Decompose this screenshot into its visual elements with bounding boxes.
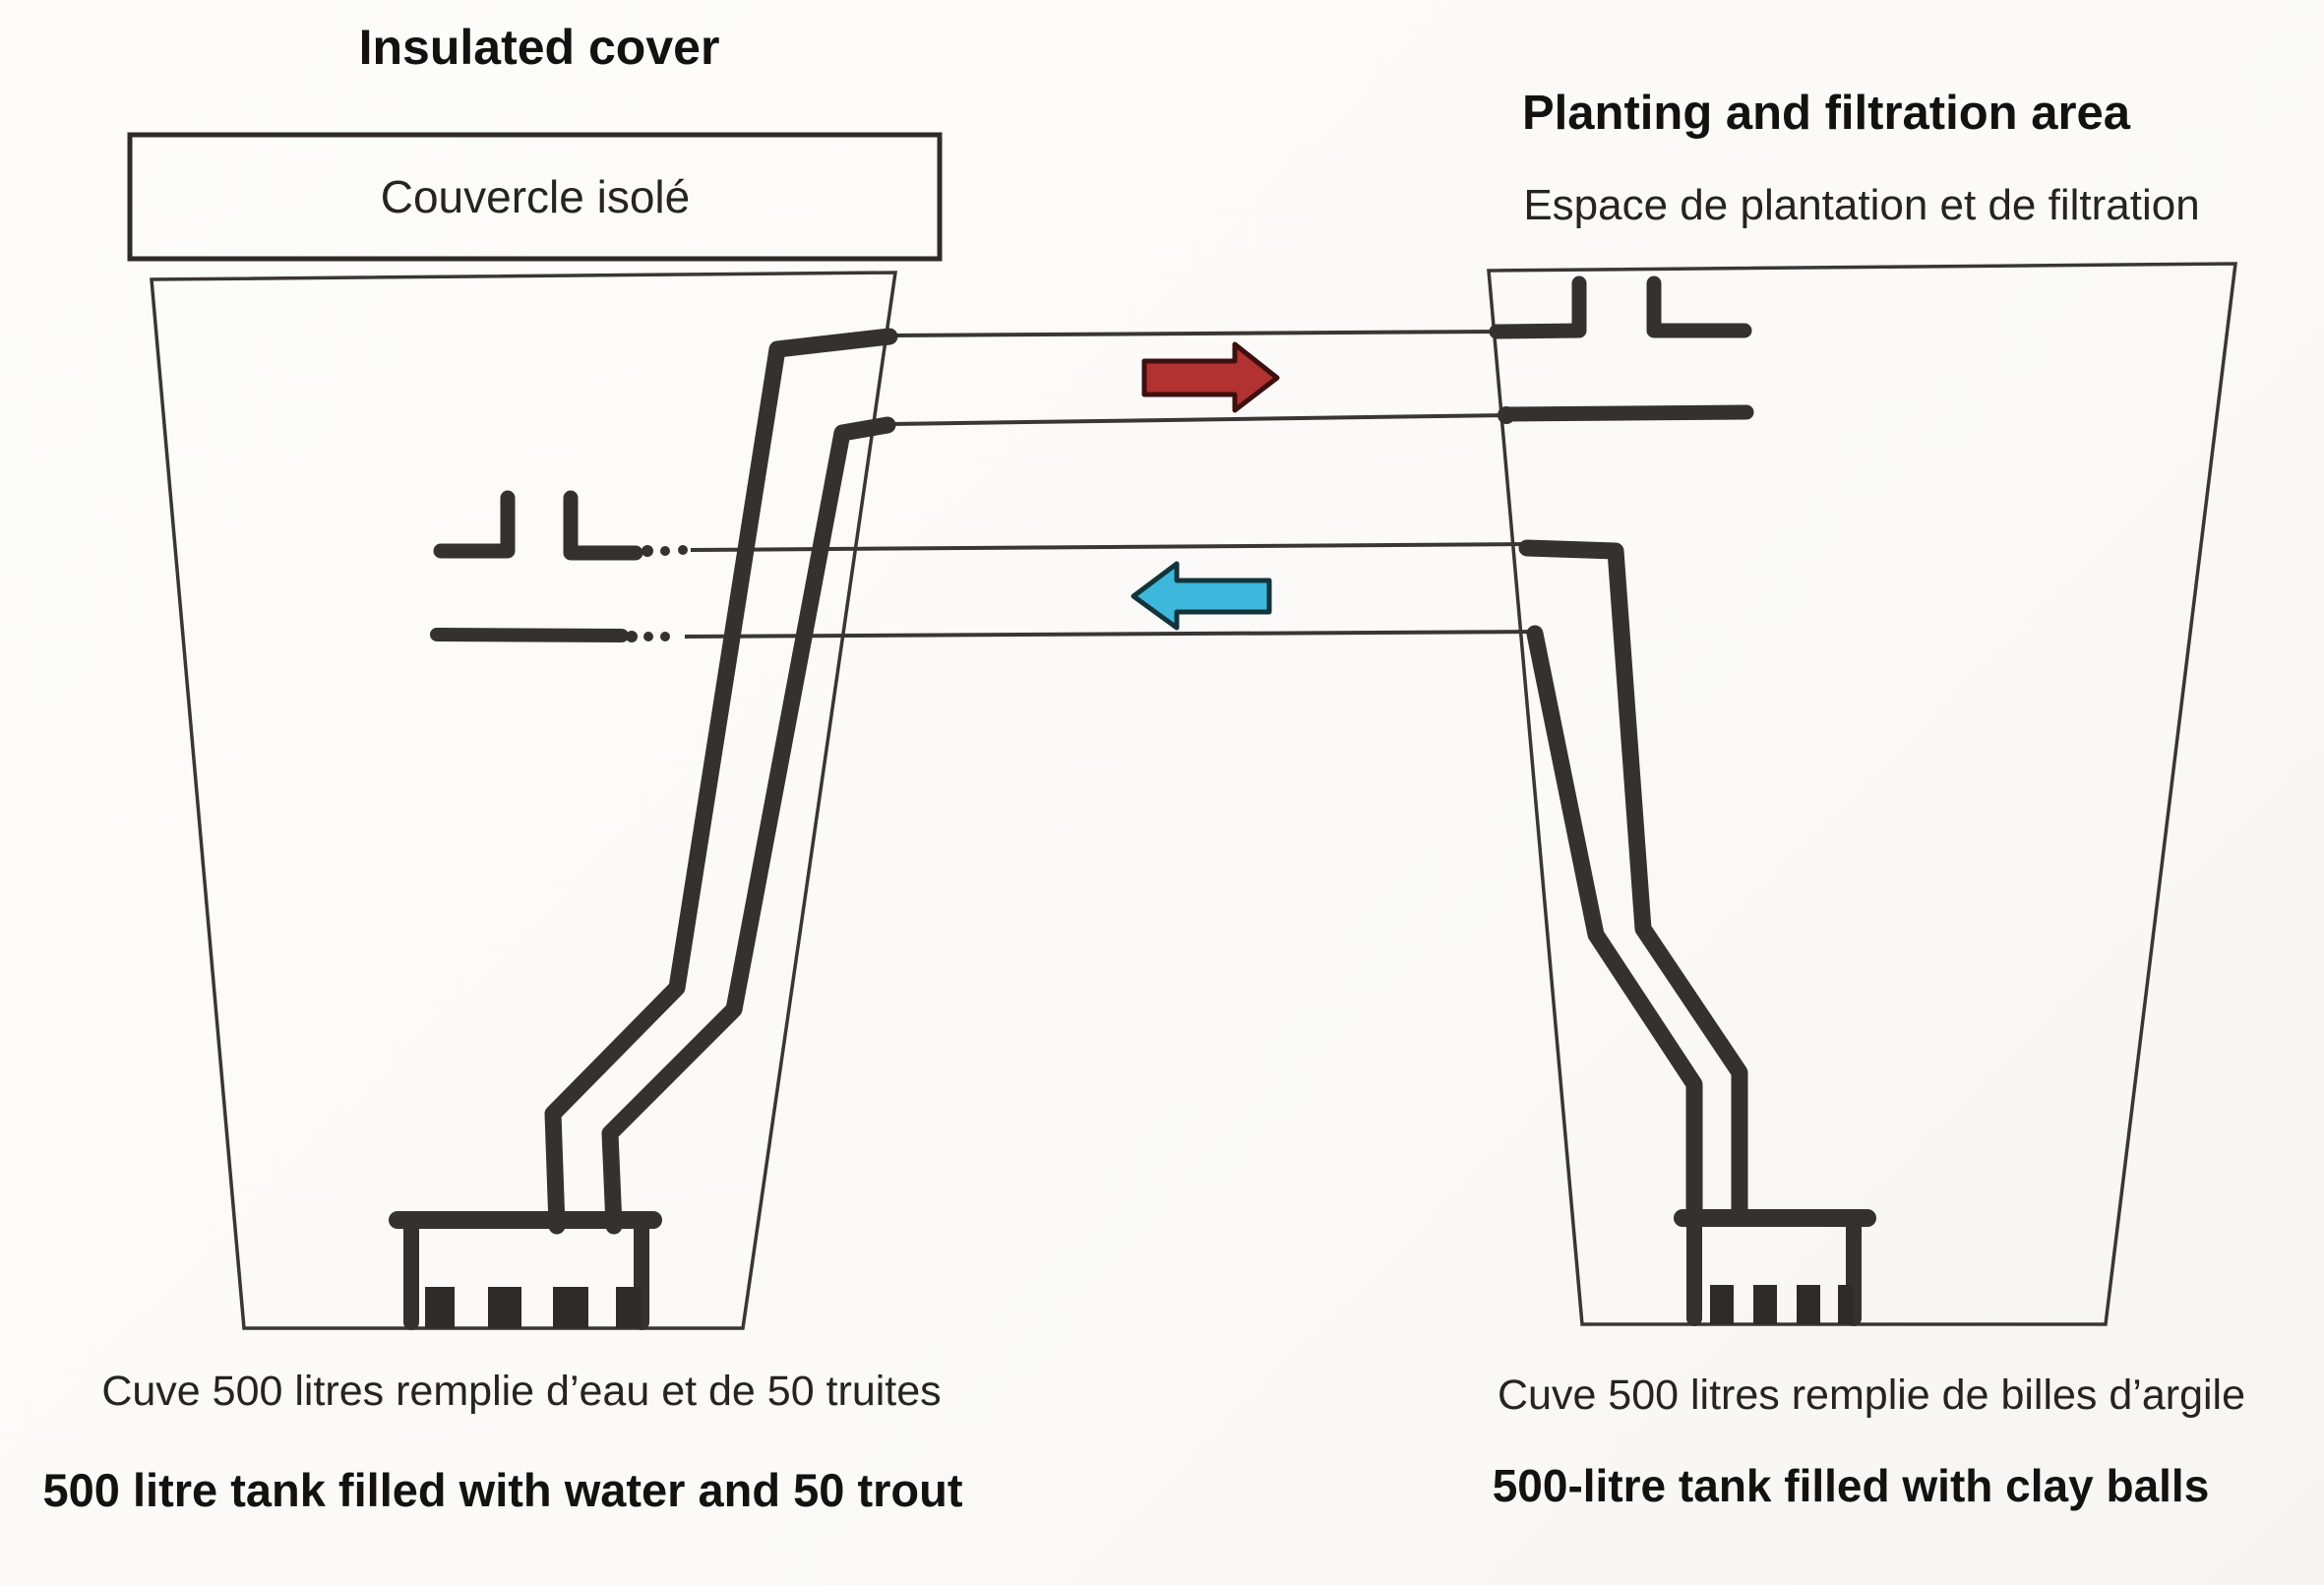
right-outlet-hook-1 xyxy=(1489,275,1587,339)
right-tank-caption-en: 500-litre tank filled with clay balls xyxy=(1492,1460,2210,1511)
supply-pipe-top-line xyxy=(890,330,1498,337)
planting-area-title-en: Planting and filtration area xyxy=(1521,87,2131,140)
right-supply-pipe-bar xyxy=(1498,404,1754,422)
right-pump-grate xyxy=(1710,1285,1854,1324)
left-tank-caption-fr: Cuve 500 litres remplie d’eau et de 50 t… xyxy=(101,1368,942,1415)
insulated-cover-box xyxy=(127,132,943,262)
left-return-pipe-bar xyxy=(430,628,629,642)
left-riser-pipe-inner xyxy=(601,416,896,1235)
right-outlet-hook-2 xyxy=(1646,275,1752,338)
left-tank-outline xyxy=(150,271,898,1330)
dotted-pipe-crossing xyxy=(626,545,688,642)
right-riser-pipe-outer xyxy=(1526,625,1703,1223)
flow-right-arrow-icon xyxy=(1141,341,1280,413)
insulated-cover-label-fr: Couvercle isolé xyxy=(380,171,691,222)
left-tank-caption-en: 500 litre tank filled with water and 50 … xyxy=(42,1464,963,1516)
left-outlet-hook-2 xyxy=(563,490,643,561)
insulated-cover-title-en: Insulated cover xyxy=(358,20,720,75)
planting-area-label-fr: Espace de plantation et de filtration xyxy=(1523,181,2200,229)
right-riser-pipe-inner xyxy=(1518,539,1748,1223)
left-outlet-hook-1 xyxy=(433,490,516,559)
flow-left-arrow-icon xyxy=(1131,561,1272,631)
right-tank-caption-fr: Cuve 500 litres remplie de billes d’argi… xyxy=(1497,1372,2246,1419)
left-riser-pipe-outer xyxy=(544,328,898,1235)
supply-pipe-bottom-line xyxy=(890,413,1507,426)
return-pipe-bottom-line xyxy=(684,630,1539,639)
right-tank-outline xyxy=(1487,262,2237,1326)
return-pipe-top-line xyxy=(690,542,1529,552)
left-pump-grate xyxy=(425,1287,642,1328)
